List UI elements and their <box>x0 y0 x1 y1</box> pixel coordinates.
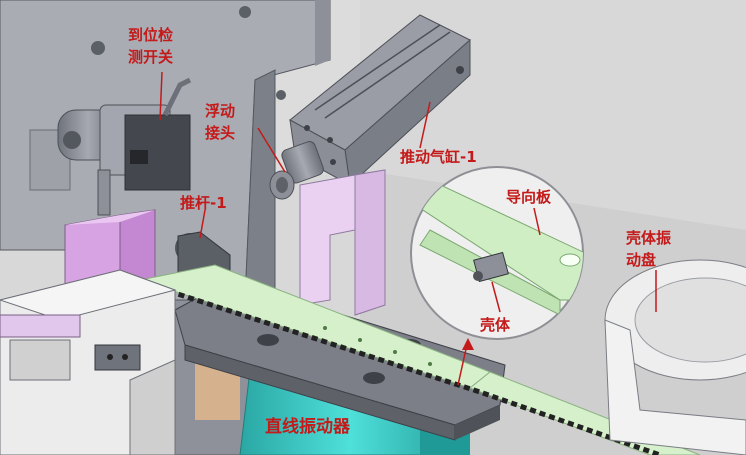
leader-sensor <box>159 71 163 121</box>
label-bowl-line2: 动盘 <box>626 251 656 269</box>
label-pushrod: 推杆-1 <box>180 194 227 212</box>
left-module <box>0 269 177 455</box>
zoom-callout <box>410 166 584 340</box>
leader-lines <box>159 71 657 386</box>
label-vibrator: 直线振动器 <box>265 416 351 437</box>
leader-guide <box>533 207 541 236</box>
floating-joint <box>269 141 324 200</box>
leader-shell <box>491 281 501 313</box>
label-sensor-line2: 测开关 <box>128 48 173 66</box>
labels: 到位检 测开关 浮动 接头 推动气缸-1 导向板 推杆-1 壳体振 动盘 壳体 … <box>128 26 671 437</box>
pusher-block <box>299 169 386 316</box>
leader-float <box>257 127 286 173</box>
leader-pushrod <box>199 209 206 239</box>
arrow-head <box>462 338 474 350</box>
position-sensor <box>57 77 192 216</box>
label-sensor-line1: 到位检 <box>128 26 173 44</box>
label-shell: 壳体 <box>479 316 511 334</box>
label-float-line1: 浮动 <box>205 102 235 120</box>
label-guide: 导向板 <box>506 188 552 206</box>
label-bowl-line1: 壳体振 <box>625 229 671 247</box>
leader-cylinder <box>419 101 431 149</box>
push-cylinder <box>289 14 471 187</box>
vibration-bowl <box>604 259 746 455</box>
label-float-line2: 接头 <box>205 124 235 142</box>
label-cylinder: 推动气缸-1 <box>400 148 477 166</box>
